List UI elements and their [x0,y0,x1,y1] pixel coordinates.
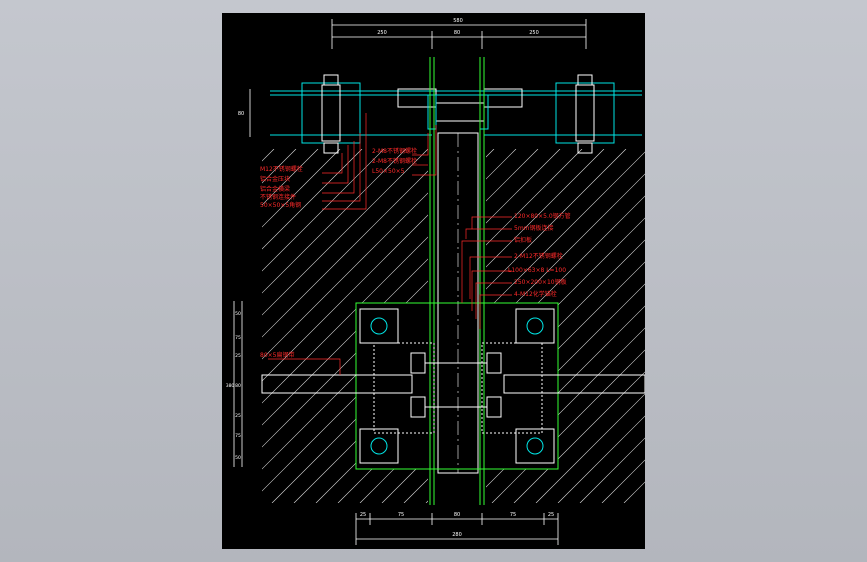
callout-tm-2: 2-M8不锈钢螺栓 [372,157,417,165]
callout-left: 80×5扁钢带 [260,351,294,359]
callout-tl-3: 铝合金横梁 [260,185,290,193]
callout-r-5: L100×63×8 L=100 [508,267,566,274]
dim-stack-5: 25 [235,413,241,419]
dim-stack-6: 75 [235,433,241,439]
callout-tm-3: L50×50×5 [372,168,405,175]
dim-stack-4: 80 [235,383,241,389]
callout-r-4: 2-M12不锈钢螺栓 [514,252,563,260]
dim-top-overall: 580 [453,18,463,24]
cad-drawing [222,13,645,549]
callout-tl-4: 不锈钢连接件 [260,193,296,201]
base-plates [261,302,645,470]
dim-top-1: 250 [377,30,387,36]
callout-r-2: 5mm钢板连接 [514,224,554,232]
callout-tl-1: M12不锈钢螺栓 [260,165,303,173]
dim-stack-overall: 380 [226,383,235,389]
dim-stack-2: 75 [235,335,241,341]
leader-lines [268,113,512,375]
dim-bottom-4: 75 [510,512,516,518]
callout-tl-2: 铝合金压块 [260,175,290,183]
dim-bottom-3: 80 [454,512,460,518]
dim-top-3: 250 [529,30,539,36]
dim-stack-3: 25 [235,353,241,359]
callout-tm-1: 2-M8不锈钢螺栓 [372,147,417,155]
dim-bottom-2: 75 [398,512,404,518]
callout-r-3: 铝扣板 [514,236,532,244]
callout-r-7: 4-M12化学锚栓 [514,290,557,298]
dimension-lines [233,19,587,545]
dim-bottom-5: 25 [548,512,554,518]
drawing-sheet: 580 250 80 250 80 25 75 80 75 25 280 50 … [222,13,645,549]
callout-tl-5: 50×50×5角钢 [260,201,301,209]
dim-stack-7: 50 [235,455,241,461]
callout-r-1: 120×80×5.0钢方管 [514,212,571,220]
dim-left: 80 [238,111,244,117]
dim-bottom-overall: 280 [452,532,462,538]
upper-beam-section [270,74,642,154]
annotation-layer: 580 250 80 250 80 25 75 80 75 25 280 50 … [226,18,571,538]
callout-r-6: 250×200×10钢板 [514,278,567,286]
dim-stack-1: 50 [235,311,241,317]
dim-top-2: 80 [454,30,460,36]
dim-bottom-1: 25 [360,512,366,518]
